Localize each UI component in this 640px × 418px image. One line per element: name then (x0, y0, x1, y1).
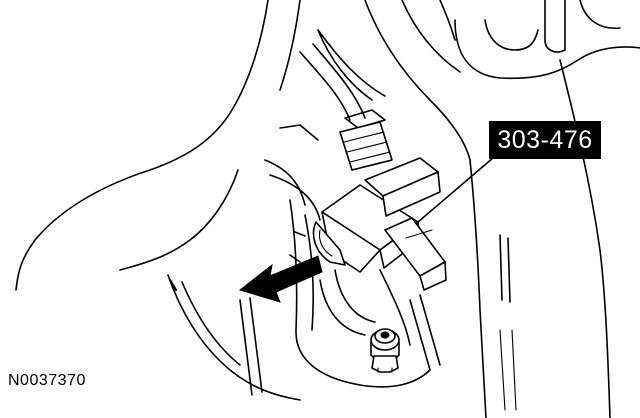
lower-left-bracket (167, 231, 306, 401)
pipe (299, 43, 393, 171)
tool-number-label: 303-476 (489, 121, 601, 159)
figure-id: N0037370 (8, 372, 86, 389)
mounting-plate (264, 124, 441, 388)
engine-housing (15, 0, 640, 418)
special-tool-303-476 (312, 157, 447, 291)
bolt-icon (370, 328, 400, 373)
arrow-icon (238, 255, 323, 303)
callout-leader-line (417, 151, 501, 223)
